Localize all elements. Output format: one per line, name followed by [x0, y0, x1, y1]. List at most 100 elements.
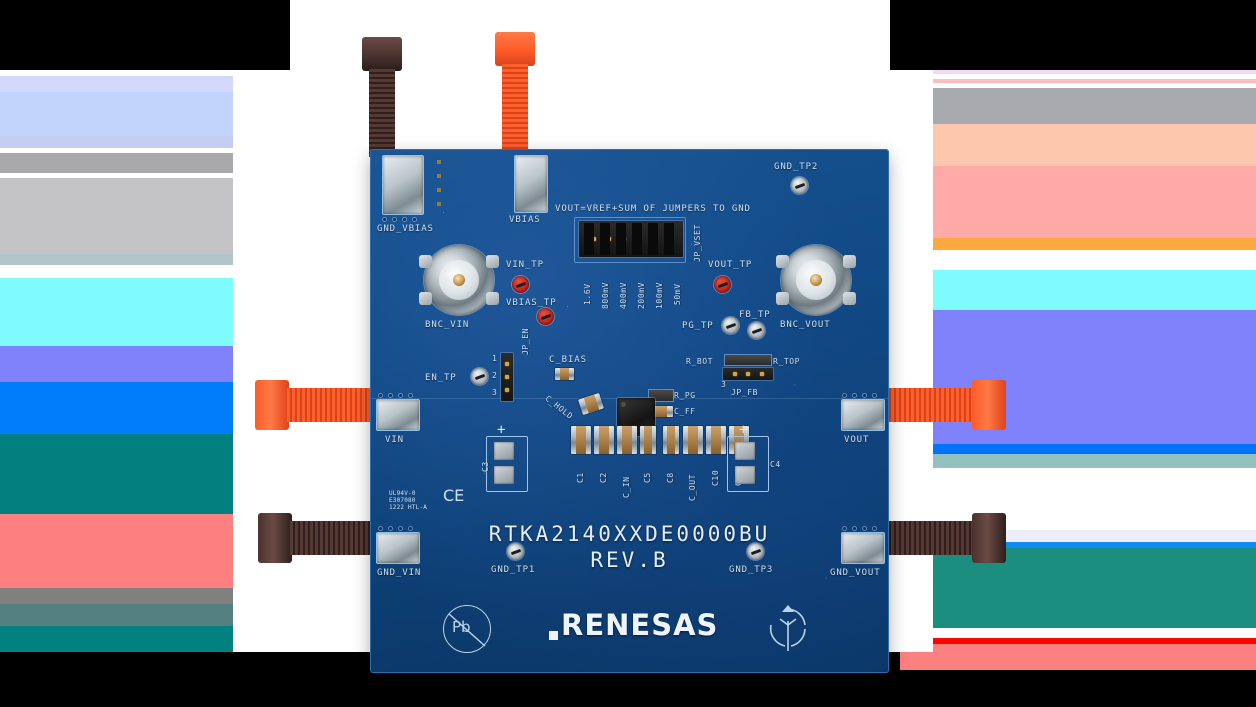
label-bnc-vin: BNC_VIN [425, 320, 470, 330]
label-r-top: R_TOP [773, 357, 801, 366]
renesas-wordmark: .RENESAS [549, 608, 718, 642]
header-jp-fb[interactable] [723, 368, 773, 380]
label-c-ff: C_FF [674, 407, 696, 416]
lead-free-icon: Pb [443, 605, 491, 653]
label-vin: VIN [385, 435, 404, 445]
jumper-block-outline [574, 217, 686, 263]
pad-vbias[interactable] [514, 155, 548, 213]
ul-line-2: E307080 [389, 497, 416, 504]
label-c4: C4 [770, 460, 781, 469]
test-point-pg-tp[interactable] [722, 317, 739, 334]
label-vbias: VBIAS [509, 215, 541, 225]
test-point-vout-tp[interactable] [714, 276, 731, 293]
component-c-in [617, 426, 637, 454]
polarity-mark-c4: + [739, 422, 748, 438]
pad-holes-gnd-vin [379, 527, 412, 530]
ul-line-3: 1222 HTL-A [389, 504, 428, 511]
evaluation-board: GND_VBIAS VBIAS GND_TP2 VOUT=VREF+SUM OF… [371, 150, 888, 672]
label-jp-en-pin2: 2 [492, 371, 498, 380]
label-vin-tp: VIN_TP [506, 260, 544, 270]
label-c-out: C_OUT [688, 473, 697, 501]
pad-gnd-vin[interactable] [376, 532, 420, 564]
label-jp-en-pin1: 1 [492, 354, 498, 363]
test-point-vbias-tp[interactable] [537, 308, 554, 325]
header-jp-en[interactable] [501, 353, 513, 401]
component-c3-pad-top [494, 442, 514, 460]
binding-post-vbias[interactable] [495, 32, 535, 160]
component-c-out [683, 426, 703, 454]
label-gnd-tp3: GND_TP3 [729, 565, 774, 575]
test-point-gnd-tp2[interactable] [791, 177, 808, 194]
label-jp-fb: JP_FB [731, 388, 759, 397]
board-revision: REV.B [590, 548, 669, 572]
component-c10 [706, 426, 726, 454]
pad-holes-vout [843, 394, 876, 397]
jumper-option-4: 200mV [637, 281, 646, 309]
ul-line-1: UL94V-0 [389, 490, 416, 497]
component-c-bias [555, 368, 574, 380]
ul-mark: UL94V-0 E307080 1222 HTL-A [389, 490, 427, 511]
jumper-option-1: 1.6V [583, 283, 592, 305]
label-jp-fb-pin3: 3 [721, 380, 727, 389]
label-c1: C1 [576, 472, 585, 483]
pad-vout[interactable] [841, 399, 885, 431]
pad-holes-vin [379, 394, 412, 397]
jumper-option-3: 400mV [619, 281, 628, 309]
component-c3-outline [486, 436, 528, 492]
component-c3-pad-bottom [494, 466, 514, 484]
label-r-pg: R_PG [674, 391, 696, 400]
test-point-gnd-tp3[interactable] [747, 543, 764, 560]
component-c5 [640, 426, 656, 454]
lead-free-glyph: Pb [448, 613, 486, 647]
connector-bnc-vin[interactable] [419, 245, 499, 315]
ce-mark: CE [443, 486, 465, 505]
label-fb-tp: FB_TP [739, 310, 771, 320]
pad-vin[interactable] [376, 399, 420, 431]
label-pg-tp: PG_TP [682, 321, 714, 331]
label-vout-tp: VOUT_TP [708, 260, 753, 270]
component-c4-outline [727, 436, 769, 492]
label-r-bot: R_BOT [686, 357, 714, 366]
label-gnd-vbias: GND_VBIAS [377, 224, 434, 234]
label-bnc-vout: BNC_VOUT [780, 320, 831, 330]
label-vset-note: VOUT=VREF+SUM OF JUMPERS TO GND [555, 204, 751, 214]
pad-gnd-vbias[interactable] [382, 155, 424, 215]
jumper-option-5: 100mV [655, 281, 664, 309]
label-gnd-tp2: GND_TP2 [774, 162, 819, 172]
test-point-gnd-tp1[interactable] [507, 543, 524, 560]
test-point-vin-tp[interactable] [512, 276, 529, 293]
label-c8: C8 [666, 472, 675, 483]
pad-holes-gnd-vout [843, 527, 876, 530]
label-jp-en: JP_EN [521, 327, 530, 355]
component-c4-pad-top [735, 442, 755, 460]
label-gnd-tp1: GND_TP1 [491, 565, 536, 575]
renesas-dot: . [549, 631, 558, 640]
pad-gnd-vout[interactable] [841, 532, 885, 564]
label-gnd-vout: GND_VOUT [830, 568, 881, 578]
component-c-ff [649, 406, 673, 417]
component-c4-pad-bottom [735, 466, 755, 484]
label-vbias-tp: VBIAS_TP [506, 298, 557, 308]
label-c-in: C_IN [622, 476, 631, 498]
component-c8 [663, 426, 679, 454]
svg-text:Pb: Pb [452, 618, 471, 636]
label-gnd-vin: GND_VIN [377, 568, 422, 578]
test-point-fb-tp[interactable] [748, 322, 765, 339]
test-point-en-tp[interactable] [471, 368, 488, 385]
label-jp-vset: JP_VSET [693, 224, 702, 262]
label-c3: C3 [481, 461, 490, 472]
binding-post-gnd-vbias[interactable] [362, 37, 402, 157]
label-c10: C10 [711, 469, 720, 486]
jumper-option-2: 800mV [601, 281, 610, 309]
component-c-hold [578, 392, 604, 416]
connector-bnc-vout[interactable] [776, 245, 856, 315]
label-en-tp: EN_TP [425, 373, 457, 383]
label-c-bias: C_BIAS [549, 355, 587, 365]
polarity-mark-c3: + [497, 422, 506, 438]
jumper-pin-grid [581, 223, 677, 255]
recycle-glyph [769, 605, 806, 651]
renesas-text: RENESAS [561, 608, 719, 642]
background-bands-right [900, 0, 1256, 707]
via-column [437, 160, 441, 216]
